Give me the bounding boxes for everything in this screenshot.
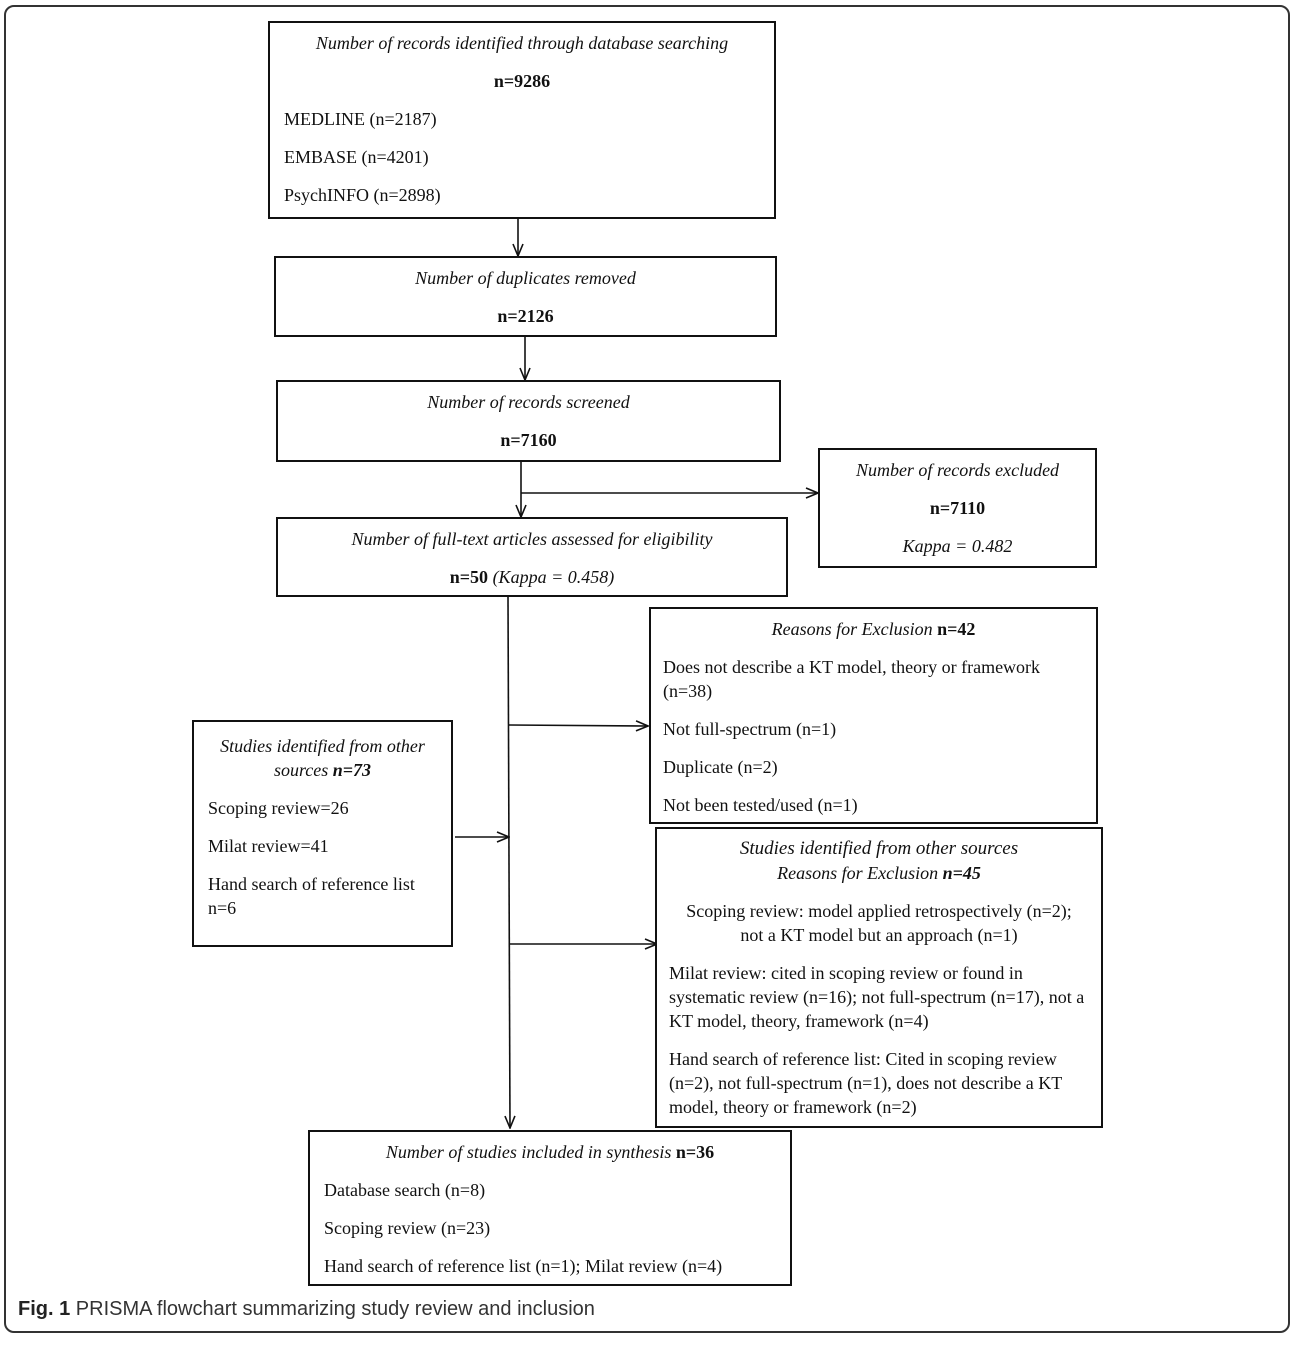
fulltext-assessed-kappa: (Kappa = 0.458)	[492, 567, 615, 587]
other-sources-box: Studies identified from other sources n=…	[192, 720, 453, 947]
records-excluded-title: Number of records excluded	[855, 460, 1060, 480]
duplicates-removed-box: Number of duplicates removed n=2126	[274, 256, 777, 337]
caption-text: PRISMA flowchart summarizing study revie…	[75, 1298, 595, 1320]
reason-not-full-spectrum: Not full-spectrum (n=1)	[663, 719, 837, 739]
records-excluded-kappa: Kappa = 0.482	[902, 536, 1013, 556]
other-sources-hand-search: Hand search of reference list n=6	[208, 874, 415, 918]
records-screened-box: Number of records screened n=7160	[276, 380, 781, 462]
fulltext-assessed-box: Number of full-text articles assessed fo…	[276, 517, 788, 597]
included-hand-search-milat: Hand search of reference list (n=1); Mil…	[324, 1256, 723, 1276]
records-identified-box: Number of records identified through dat…	[268, 21, 776, 219]
embase-count: EMBASE (n=4201)	[284, 147, 429, 167]
other-exclusion-count: n=45	[942, 863, 981, 883]
other-exclusion-title: Studies identified from other sources	[739, 838, 1019, 859]
other-exclusion-scoping: Scoping review: model applied retrospect…	[686, 901, 1072, 945]
reasons-count: n=42	[937, 619, 976, 639]
records-excluded-count: n=7110	[929, 498, 986, 518]
other-sources-scoping: Scoping review=26	[208, 798, 349, 818]
reason-no-kt-model: Does not describe a KT model, theory or …	[663, 657, 1041, 701]
included-database-search: Database search (n=8)	[324, 1180, 486, 1200]
psychinfo-count: PsychINFO (n=2898)	[284, 185, 441, 205]
caption-label: Fig. 1	[18, 1298, 71, 1320]
other-sources-exclusion-box: Studies identified from other sources Re…	[655, 827, 1103, 1128]
other-exclusion-milat: Milat review: cited in scoping review or…	[669, 963, 1085, 1031]
figure-caption: Fig. 1 PRISMA flowchart summarizing stud…	[18, 1298, 595, 1321]
records-excluded-box: Number of records excluded n=7110 Kappa …	[818, 448, 1097, 568]
fulltext-assessed-title: Number of full-text articles assessed fo…	[351, 529, 713, 549]
other-exclusion-hand-search: Hand search of reference list: Cited in …	[669, 1049, 1062, 1117]
main-flow-line	[508, 596, 510, 1128]
reasons-title: Reasons for Exclusion	[771, 619, 933, 639]
records-screened-title: Number of records screened	[427, 392, 630, 412]
records-screened-count: n=7160	[500, 430, 557, 450]
reasons-for-exclusion-box: Reasons for Exclusion n=42 Does not desc…	[649, 607, 1098, 824]
fulltext-assessed-count: n=50	[449, 567, 489, 587]
other-sources-count: n=73	[332, 760, 372, 780]
reason-duplicate: Duplicate (n=2)	[663, 757, 778, 777]
included-title: Number of studies included in synthesis	[385, 1142, 672, 1162]
duplicates-removed-title: Number of duplicates removed	[415, 268, 636, 288]
studies-included-box: Number of studies included in synthesis …	[308, 1130, 792, 1286]
included-count: n=36	[675, 1142, 715, 1162]
arrow-to-reasons	[508, 725, 648, 726]
figure-frame	[4, 5, 1290, 1333]
other-exclusion-subtitle: Reasons for Exclusion	[777, 863, 939, 883]
included-scoping-review: Scoping review (n=23)	[324, 1218, 491, 1238]
reason-not-tested: Not been tested/used (n=1)	[663, 795, 858, 815]
records-identified-count: n=9286	[493, 71, 551, 91]
medline-count: MEDLINE (n=2187)	[284, 109, 437, 129]
duplicates-removed-count: n=2126	[497, 306, 554, 326]
records-identified-title: Number of records identified through dat…	[315, 33, 729, 53]
other-sources-title: Studies identified from other sources	[220, 736, 425, 780]
other-sources-milat: Milat review=41	[208, 836, 329, 856]
